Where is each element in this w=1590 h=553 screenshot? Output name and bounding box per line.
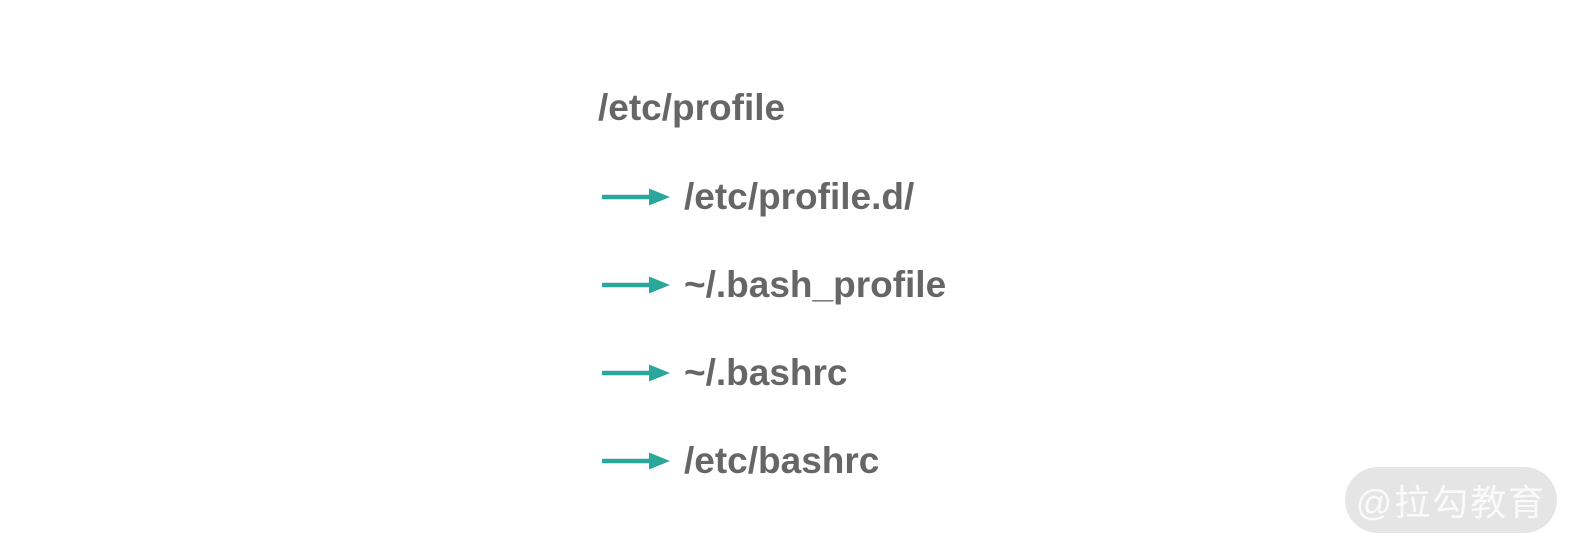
diagram-row: /etc/bashrc bbox=[602, 439, 879, 483]
watermark-text: @拉勾教育 bbox=[1355, 482, 1547, 523]
arrow-right-icon bbox=[602, 452, 670, 470]
file-path-label: ~/.bash_profile bbox=[684, 264, 947, 305]
diagram-row: ~/.bash_profile bbox=[602, 263, 946, 307]
arrow-right-icon bbox=[602, 276, 670, 294]
diagram-row: /etc/profile.d/ bbox=[602, 175, 914, 219]
diagram-row: ~/.bashrc bbox=[602, 351, 848, 395]
file-path-label: /etc/bashrc bbox=[684, 440, 880, 481]
root-file-label: /etc/profile bbox=[598, 87, 786, 128]
file-path-label: /etc/profile.d/ bbox=[684, 176, 915, 217]
watermark-badge: @拉勾教育 bbox=[1345, 467, 1557, 533]
arrow-right-icon bbox=[602, 188, 670, 206]
arrow-right-icon bbox=[602, 364, 670, 382]
file-path-label: ~/.bashrc bbox=[684, 352, 848, 393]
